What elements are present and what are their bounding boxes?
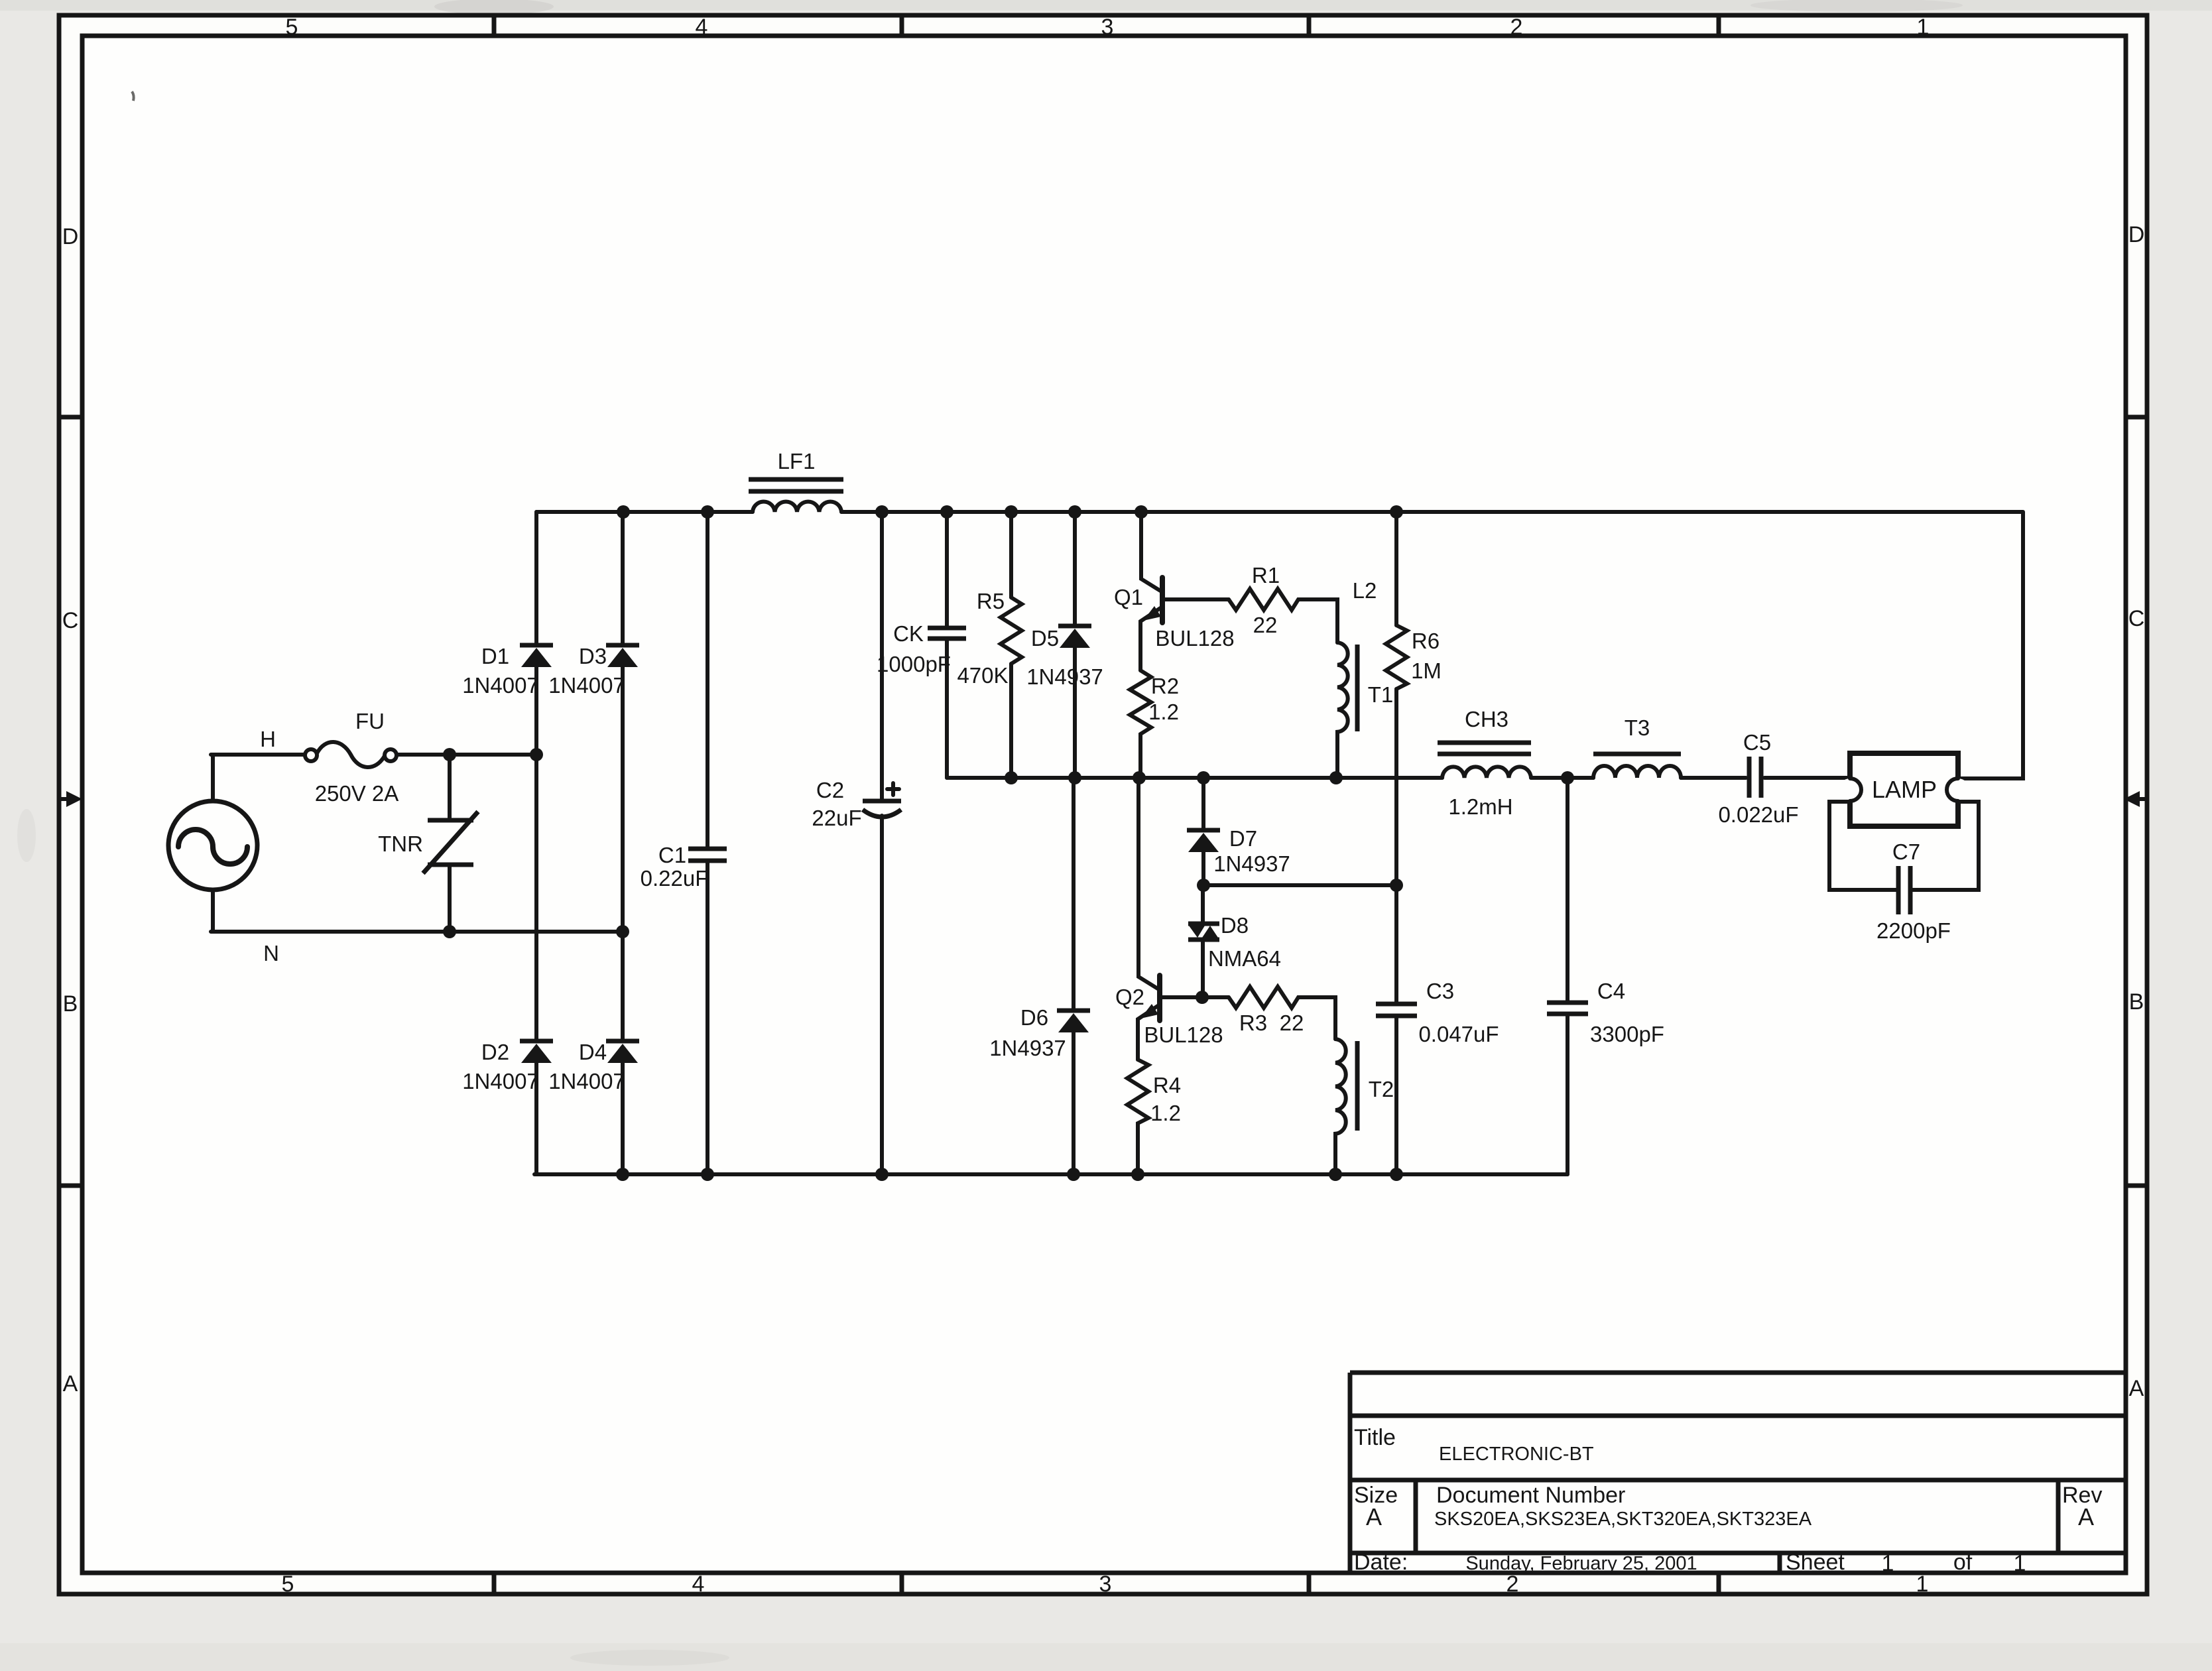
svg-text:Q1: Q1 <box>1114 585 1143 609</box>
svg-text:3: 3 <box>1099 1572 1112 1597</box>
svg-text:Size: Size <box>1354 1483 1398 1508</box>
svg-text:0.047uF: 0.047uF <box>1418 1022 1499 1046</box>
svg-text:BUL128: BUL128 <box>1155 626 1234 650</box>
svg-text:Document Number: Document Number <box>1436 1483 1625 1508</box>
svg-text:Sunday, February 25, 2001: Sunday, February 25, 2001 <box>1465 1553 1697 1574</box>
svg-text:1: 1 <box>2014 1551 2026 1576</box>
svg-text:LF1: LF1 <box>778 449 816 473</box>
svg-text:D: D <box>62 224 79 249</box>
svg-text:LAMP: LAMP <box>1872 776 1937 803</box>
svg-text:N: N <box>263 941 279 965</box>
svg-text:1N4007: 1N4007 <box>548 1069 625 1093</box>
svg-text:ELECTRONIC-BT: ELECTRONIC-BT <box>1439 1444 1594 1465</box>
svg-text:R5: R5 <box>977 589 1005 613</box>
svg-text:5: 5 <box>286 15 298 40</box>
svg-text:22: 22 <box>1253 613 1278 637</box>
svg-text:C: C <box>62 608 79 633</box>
svg-text:D2: D2 <box>481 1040 509 1064</box>
svg-text:R4: R4 <box>1153 1073 1181 1097</box>
svg-text:R3: R3 <box>1239 1011 1267 1035</box>
svg-text:C1: C1 <box>658 843 686 867</box>
svg-text:D4: D4 <box>579 1040 607 1064</box>
svg-text:A: A <box>2129 1376 2144 1401</box>
svg-text:Date:: Date: <box>1354 1550 1408 1575</box>
svg-text:4: 4 <box>696 15 708 40</box>
svg-text:D5: D5 <box>1031 626 1059 650</box>
svg-text:C2: C2 <box>816 778 844 802</box>
svg-text:1M: 1M <box>1411 658 1442 683</box>
svg-text:T1: T1 <box>1368 682 1394 707</box>
svg-text:Sheet: Sheet <box>1786 1550 1845 1575</box>
svg-text:D3: D3 <box>579 644 607 668</box>
svg-text:D6: D6 <box>1020 1005 1048 1030</box>
svg-text:B: B <box>63 991 78 1017</box>
svg-text:D: D <box>2128 222 2145 247</box>
svg-text:C3: C3 <box>1426 979 1454 1003</box>
svg-text:1N4937: 1N4937 <box>1213 851 1290 876</box>
svg-text:H: H <box>260 727 276 751</box>
svg-text:1.2: 1.2 <box>1150 1101 1181 1125</box>
svg-text:C5: C5 <box>1743 730 1771 755</box>
svg-text:R1: R1 <box>1252 563 1280 588</box>
svg-text:3300pF: 3300pF <box>1590 1022 1664 1046</box>
svg-text:NMA64: NMA64 <box>1208 946 1281 971</box>
svg-text:of: of <box>1953 1550 1973 1575</box>
svg-text:B: B <box>2129 989 2144 1015</box>
svg-text:1N4007: 1N4007 <box>548 673 625 698</box>
svg-text:470K: 470K <box>957 663 1008 688</box>
svg-text:T2: T2 <box>1369 1077 1394 1101</box>
svg-text:1N4937: 1N4937 <box>989 1036 1066 1060</box>
svg-text:0.22uF: 0.22uF <box>641 866 709 891</box>
svg-text:D8: D8 <box>1221 913 1249 938</box>
svg-text:1: 1 <box>1916 1572 1929 1597</box>
svg-text:A: A <box>1366 1503 1382 1530</box>
svg-text:BUL128: BUL128 <box>1144 1022 1223 1047</box>
svg-text:0.022uF: 0.022uF <box>1718 802 1798 827</box>
svg-text:1.2mH: 1.2mH <box>1448 794 1512 819</box>
svg-text:5: 5 <box>282 1572 294 1597</box>
svg-text:D7: D7 <box>1229 826 1257 851</box>
svg-text:22: 22 <box>1280 1011 1304 1035</box>
svg-text:TNR: TNR <box>378 832 423 856</box>
svg-text:R2: R2 <box>1151 674 1179 698</box>
svg-text:C7: C7 <box>1892 839 1920 864</box>
svg-text:2: 2 <box>1506 1572 1519 1597</box>
svg-text:1N4937: 1N4937 <box>1026 664 1103 689</box>
svg-text:A: A <box>2078 1503 2094 1530</box>
svg-text:C4: C4 <box>1597 979 1625 1003</box>
svg-text:Q2: Q2 <box>1115 985 1144 1009</box>
svg-text:L2: L2 <box>1353 578 1377 603</box>
svg-text:C: C <box>2128 606 2145 631</box>
svg-text:CH3: CH3 <box>1465 707 1508 731</box>
svg-text:1N4007: 1N4007 <box>462 673 539 698</box>
svg-text:4: 4 <box>692 1572 705 1597</box>
svg-text:Title: Title <box>1354 1425 1396 1450</box>
svg-text:2200pF: 2200pF <box>1876 918 1951 943</box>
svg-text:A: A <box>63 1371 78 1396</box>
svg-text:D1: D1 <box>481 644 509 668</box>
svg-text:1: 1 <box>1882 1551 1894 1576</box>
svg-text:22uF: 22uF <box>812 806 861 830</box>
svg-text:CK: CK <box>893 621 924 646</box>
svg-text:1N4007: 1N4007 <box>462 1069 539 1093</box>
svg-text:1000pF: 1000pF <box>877 652 951 676</box>
svg-text:T3: T3 <box>1625 715 1650 740</box>
svg-text:SKS20EA,SKS23EA,SKT320EA,SKT32: SKS20EA,SKS23EA,SKT320EA,SKT323EA <box>1434 1509 1812 1530</box>
svg-text:3: 3 <box>1101 15 1114 40</box>
svg-text:FU: FU <box>355 709 385 733</box>
svg-text:250V 2A: 250V 2A <box>315 781 399 806</box>
svg-text:2: 2 <box>1510 15 1523 40</box>
svg-text:Rev: Rev <box>2062 1483 2102 1508</box>
svg-text:1.2: 1.2 <box>1148 700 1179 724</box>
svg-text:R6: R6 <box>1412 629 1440 653</box>
svg-text:1: 1 <box>1917 15 1930 40</box>
